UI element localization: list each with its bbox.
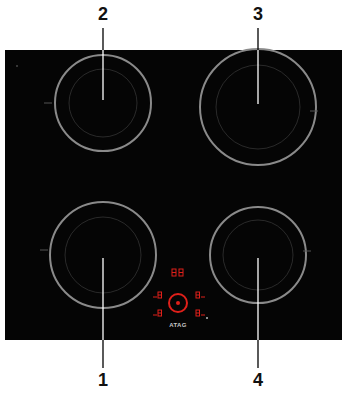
brand-logo: ATAG bbox=[169, 322, 186, 328]
svg-text:​: ​ bbox=[178, 270, 179, 280]
callout-number: 2 bbox=[98, 5, 108, 23]
callout-number: 4 bbox=[253, 371, 263, 389]
cooking-zones bbox=[50, 49, 316, 308]
callout-number: 3 bbox=[253, 5, 263, 23]
zone-marks bbox=[40, 103, 318, 251]
glass-top bbox=[5, 50, 342, 340]
callout-number: 1 bbox=[98, 371, 108, 389]
control-panel: ​ bbox=[16, 65, 208, 319]
leader-lines bbox=[103, 28, 258, 368]
